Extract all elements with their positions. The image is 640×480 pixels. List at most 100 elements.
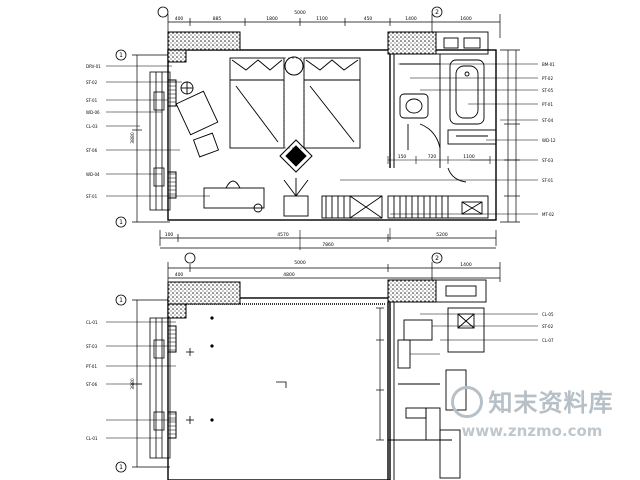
upper-right-callout-7: ST-01 [542,178,554,183]
upper-minibar [387,195,489,219]
upper-plan [106,6,538,250]
upper-dim-bottom-0: 100 [165,232,174,238]
upper-small-dim-0: 150 [398,154,407,160]
upper-dim-top-total: 5000 [294,10,306,16]
upper-right-callout-4: ST-04 [542,118,554,123]
upper-left-callout-2: ST-01 [86,98,98,103]
upper-curtain-bottom [167,171,177,199]
upper-left-callout-7: ST-01 [86,194,98,199]
upper-window-left [149,71,171,211]
upper-left-leaders [106,65,210,197]
upper-left-callout-1: ST-02 [86,80,98,85]
lower-dim-top-total: 5000 [294,260,306,266]
upper-axis-markers [115,6,443,228]
lower-left-dimension-line [132,299,170,468]
upper-dim-bottom-total: 7860 [322,242,334,248]
lower-left-callout-3: ST-06 [86,382,98,387]
upper-wall-hatch-right [387,31,437,55]
lower-ceiling-marks [186,316,287,424]
lower-left-callout-4: CL-01 [86,436,98,441]
lower-axis-marker-right: 2 [435,255,439,262]
lower-right-callouts: CL-05 ST-02 CL-07 [542,312,554,343]
lower-room-outline [167,297,391,480]
lower-left-callout-2: PT-01 [86,364,97,369]
upper-dimension-labels: 5000 400 885 1800 1100 450 1400 1600 100… [130,10,475,248]
upper-dim-left-0: 3880 [130,132,136,144]
upper-left-callout-4: CL-03 [86,124,98,129]
upper-small-dim-1: 720 [428,154,437,160]
upper-right-callout-8: MT-02 [542,212,555,217]
upper-right-dimension-line [500,49,520,223]
lower-axis-marker-left-bottom: 1 [119,464,123,471]
lower-left-callouts: CL-01 ST-03 PT-01 ST-06 CL-01 [86,320,98,441]
upper-wall-hatch-left [167,31,241,51]
lower-left-leaders [106,321,176,439]
upper-left-callout-3: WD-06 [86,110,100,115]
upper-bottom-axis-ticks [299,228,391,250]
upper-bed-right [303,57,361,149]
lower-dim-top-0: 400 [175,272,184,278]
lower-right-dimension-line [376,307,384,441]
lower-curtain-bottom [167,411,177,439]
upper-axis-labels: 1 1 2 [119,9,439,226]
lower-dim-left-0: 3880 [130,378,136,390]
upper-axis-marker-right: 2 [435,9,439,16]
upper-right-callout-3: PT-01 [542,102,553,107]
upper-small-dim-2: 1100 [463,154,475,160]
upper-left-callout-0: DRV-01 [86,64,101,69]
lower-wall-hatch-left [167,281,241,305]
upper-top-dimension-line [167,14,501,38]
upper-axis-marker-left-top: 1 [119,52,123,59]
upper-dim-bottom-2: 5200 [436,232,448,238]
upper-dim-top-1: 885 [213,16,222,22]
lower-left-callout-1: ST-03 [86,344,98,349]
watermark-url: www.znzmo.com [461,422,603,440]
lower-right-callout-1: ST-02 [542,324,554,329]
lower-axis-marker-left-top: 1 [119,297,123,304]
upper-right-callout-5: WD-12 [542,138,556,143]
upper-dim-right-top: 1600 [460,16,472,22]
upper-armchair [175,81,220,158]
upper-left-callouts: DRV-01 ST-02 ST-01 WD-06 CL-03 ST-06 WD-… [86,64,101,199]
upper-bottom-dimension-line [159,230,497,249]
upper-left-dimension-line [132,54,170,223]
upper-desk [203,180,265,213]
upper-nightstand [283,56,305,149]
lower-axis-labels: 1 1 2 [119,255,439,471]
watermark: 知末资料库 www.znzmo.com [432,383,632,440]
upper-dim-bottom-1: 4570 [277,232,289,238]
upper-dim-top-4: 450 [364,16,373,22]
upper-dim-top-2: 1800 [266,16,278,22]
upper-right-callouts: BM-01 PT-02 ST-05 PT-01 ST-04 WD-12 ST-0… [542,62,556,217]
lower-dimension-labels: 5000 400 4800 1400 3880 [130,260,472,390]
upper-right-leaders [340,63,538,215]
upper-plant [283,178,309,217]
lower-curtain-top [167,325,177,353]
upper-bed-left [229,57,285,149]
upper-left-callout-5: ST-06 [86,148,98,153]
lower-bathroom [387,279,487,480]
lower-right-leaders [410,313,538,355]
lower-dim-top-1: 4800 [283,272,295,278]
lower-window-left [149,317,171,459]
lower-wall-hatch-right [387,279,437,303]
upper-dim-top-5: 1400 [405,16,417,22]
upper-axis-marker-left-bottom: 1 [119,219,123,226]
watermark-logo-icon [450,386,483,418]
lower-left-callout-0: CL-01 [86,320,98,325]
upper-right-callout-6: ST-03 [542,158,554,163]
upper-right-callout-0: BM-01 [542,62,555,67]
watermark-logo: 知末资料库 [432,383,632,420]
upper-coffee-table [279,139,313,173]
lower-wall-hatch-column [167,303,187,319]
upper-dim-top-0: 400 [175,16,184,22]
upper-curtain-top [167,79,177,107]
upper-wardrobe [321,195,383,219]
lower-right-callout-0: CL-05 [542,312,554,317]
upper-room-outline [167,49,497,221]
lower-axis-markers [115,252,443,473]
watermark-brand: 知末资料库 [488,389,614,417]
lower-top-dimension-line [167,262,501,282]
upper-left-callout-6: WD-04 [86,172,100,177]
